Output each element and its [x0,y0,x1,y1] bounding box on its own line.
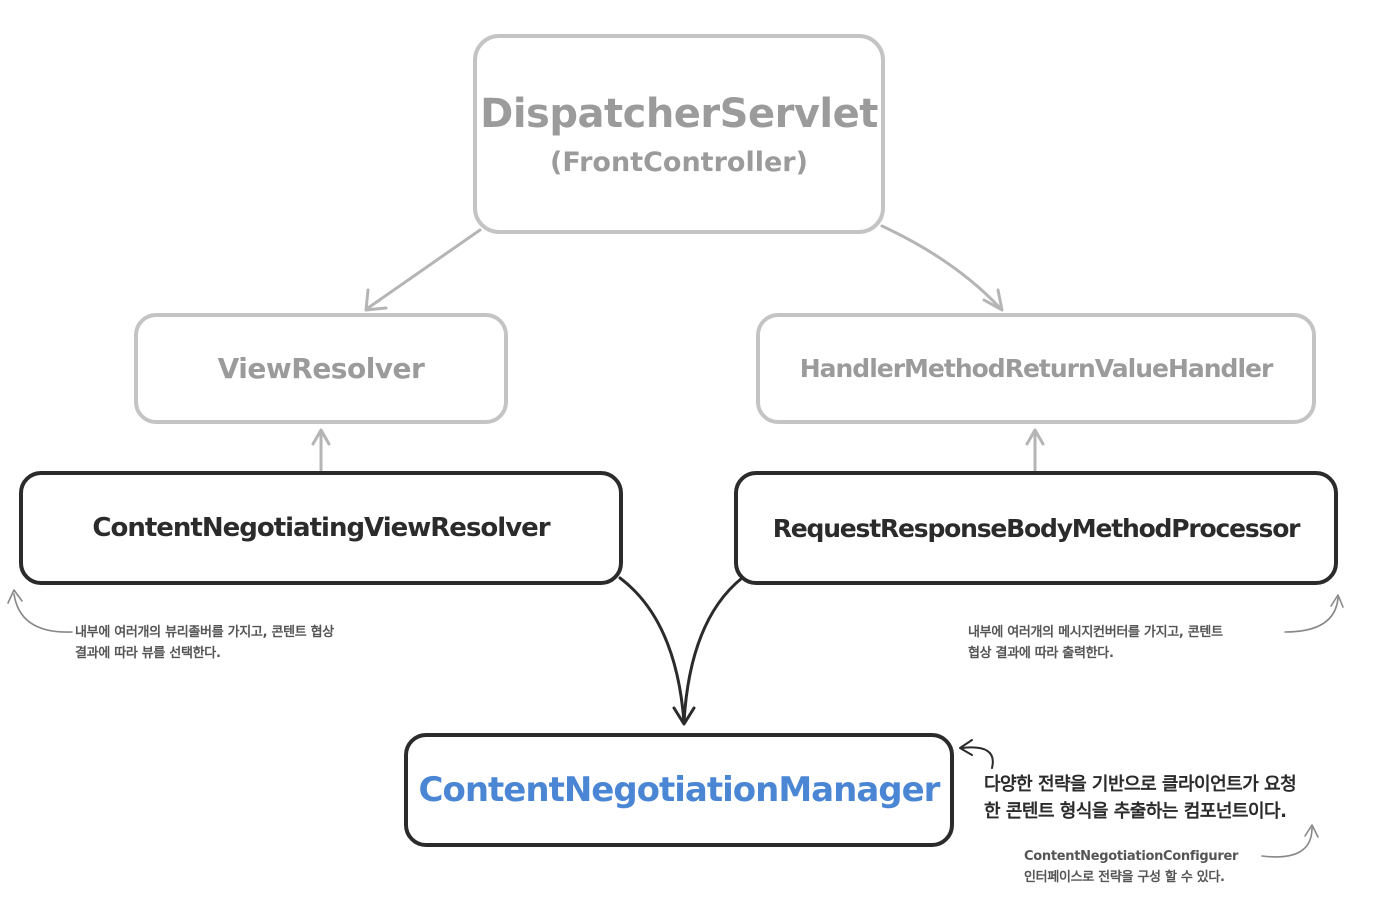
arrow-dispatcher-to-handler [880,224,1002,310]
view-resolver-title: ViewResolver [217,352,425,385]
note-arrow-left [13,593,73,633]
note-manager: 다양한 전략을 기반으로 클라이언트가 요청 한 콘텐트 형식을 추출하는 컴포… [984,771,1297,825]
note-view-resolver-line1: 내부에 여러개의 뷰리졸버를 가지고, 콘텐트 협상 [75,625,334,640]
arrow-cnvr-to-manager [618,576,686,724]
note-arrow-manager [961,746,994,769]
note-configurer-line2: 인터페이스로 전략을 구성 할 수 있다. [1024,870,1225,885]
dispatcher-servlet-subtitle: (FrontController) [550,146,808,178]
note-configurer-line1: ContentNegotiationConfigurer [1024,849,1239,864]
content-negotiation-manager-box: ContentNegotiationManager [404,733,954,847]
handler-method-return-value-handler-title: HandlerMethodReturnValueHandler [799,354,1274,383]
note-view-resolver-line2: 결과에 따라 뷰를 선택한다. [75,646,221,661]
note-arrow-right [1284,597,1339,633]
content-negotiating-view-resolver-title: ContentNegotiatingViewResolver [92,513,550,543]
request-response-body-method-processor-title: RequestResponseBodyMethodProcessor [772,513,1301,543]
content-negotiation-manager-title: ContentNegotiationManager [418,770,941,810]
note-manager-line2: 한 콘텐트 형식을 추출하는 컴포넌트이다. [984,801,1287,822]
handler-method-return-value-handler-box: HandlerMethodReturnValueHandler [756,313,1316,424]
request-response-body-method-processor-box: RequestResponseBodyMethodProcessor [734,471,1338,585]
content-negotiating-view-resolver-box: ContentNegotiatingViewResolver [19,471,623,585]
note-view-resolver: 내부에 여러개의 뷰리졸버를 가지고, 콘텐트 협상 결과에 따라 뷰를 선택한… [75,622,334,664]
note-arrow-configurer [1261,827,1313,858]
note-manager-line1: 다양한 전략을 기반으로 클라이언트가 요청 [984,774,1297,795]
arrow-dispatcher-to-viewresolver [366,228,482,310]
note-configurer: ContentNegotiationConfigurer 인터페이스로 전략을 … [1024,846,1238,888]
dispatcher-servlet-title: DispatcherServlet [480,90,878,137]
note-message-converter: 내부에 여러개의 메시지컨버터를 가지고, 콘텐트 협상 결과에 따라 출력한다… [968,622,1223,664]
view-resolver-box: ViewResolver [134,313,508,424]
note-message-converter-line2: 협상 결과에 따라 출력한다. [968,646,1114,661]
note-message-converter-line1: 내부에 여러개의 메시지컨버터를 가지고, 콘텐트 [968,625,1223,640]
arrow-rrbmp-to-manager [682,576,744,724]
dispatcher-servlet-box: DispatcherServlet (FrontController) [473,34,885,234]
